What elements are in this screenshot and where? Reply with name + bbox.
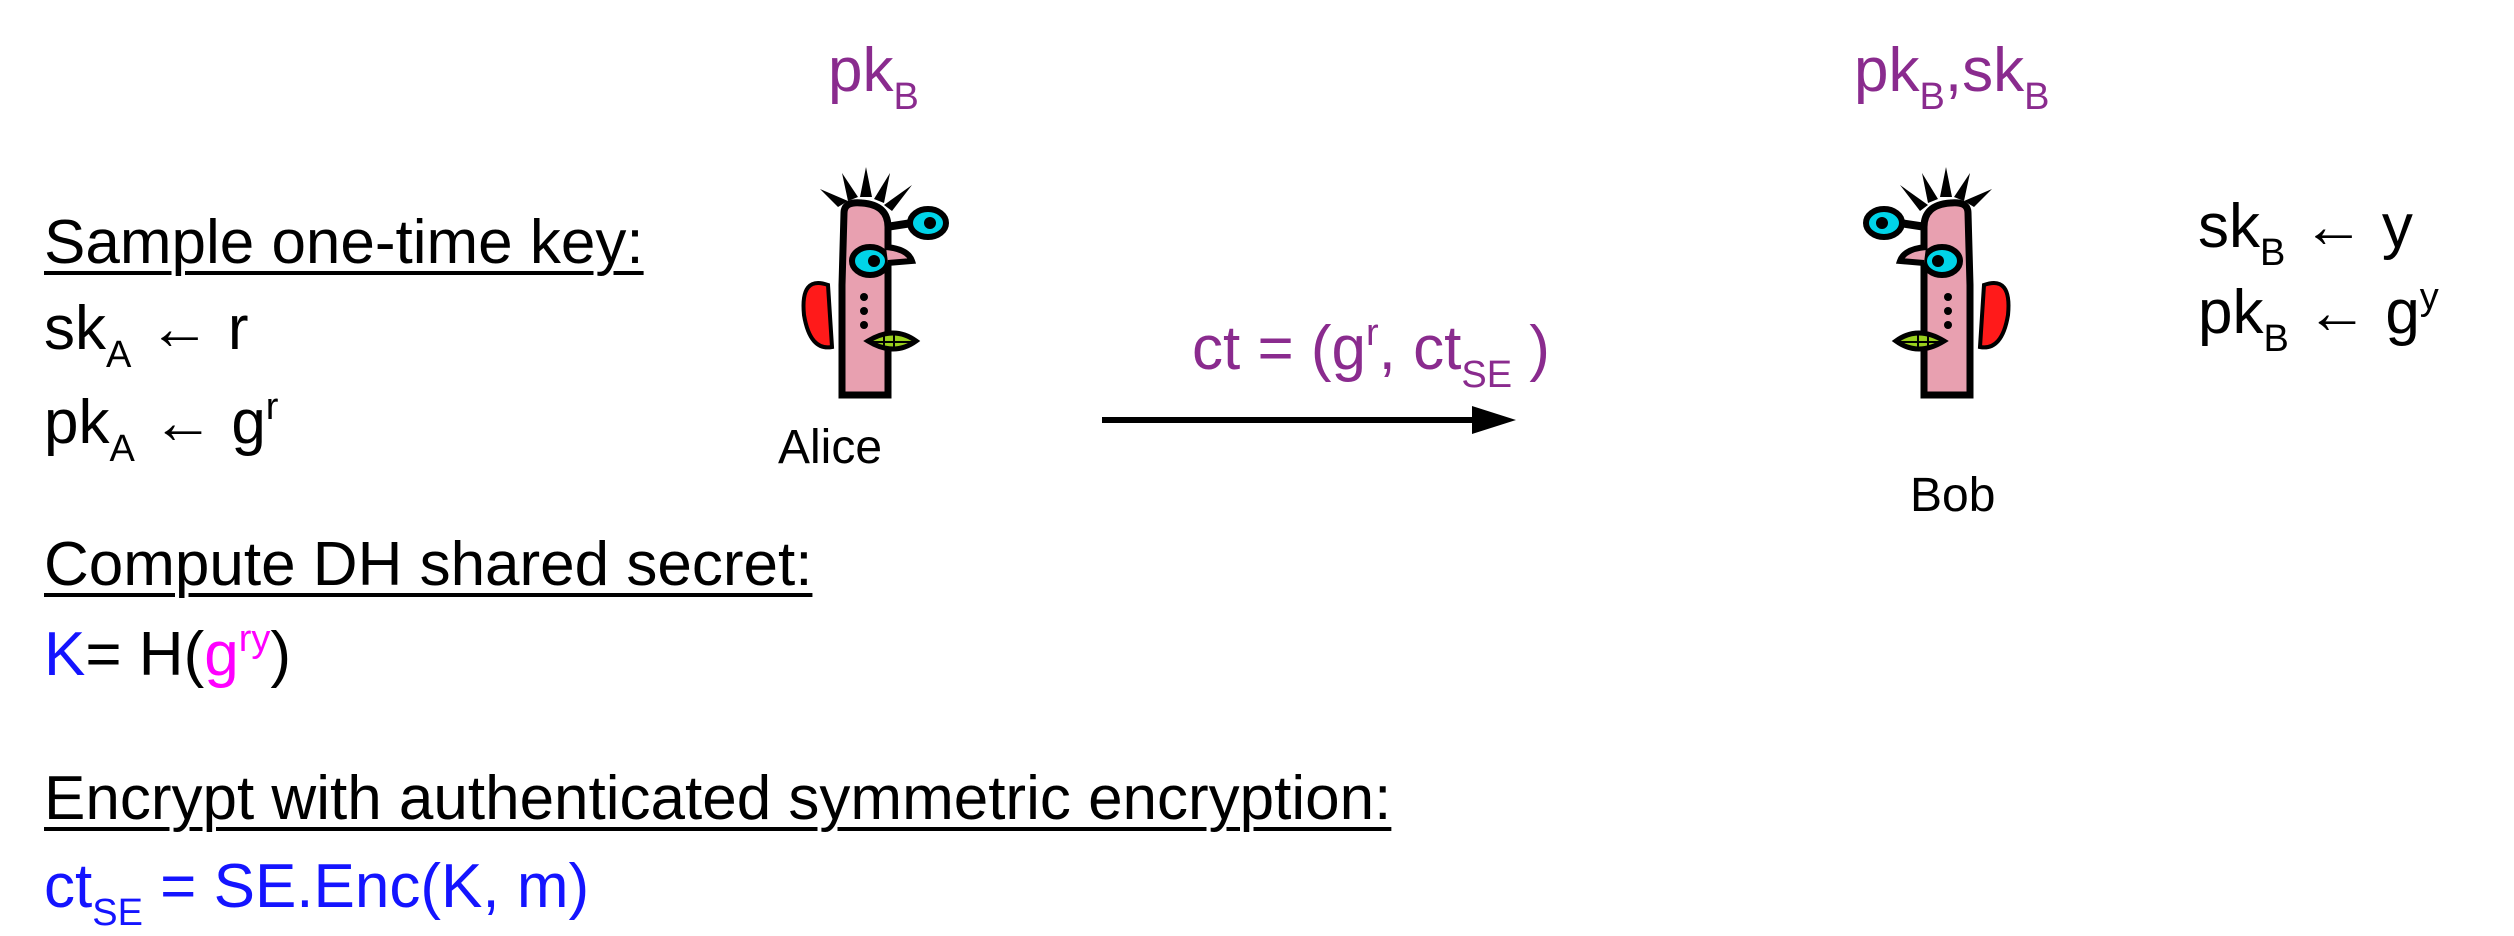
alice-person-icon [801,167,949,399]
bob-nose [1895,244,1927,266]
bob-person-icon [1863,167,2011,399]
alice-ear [801,281,835,350]
bob-pk-assignment: pkB ← gy [2198,276,2439,360]
alice-label: Alice [778,421,883,474]
alice-sk-assignment: skA ← r [44,294,249,376]
compute-heading: Compute DH shared secret: [44,530,813,599]
alice-nose [885,244,917,266]
bob-ear [1977,281,2011,350]
encryption-formula: ctSE = SE.Enc(K, m) [44,852,590,934]
bob-hair-spikes [1900,167,1992,211]
shared-secret-formula: K= H(gry) [44,618,292,689]
alice-hair-spikes [820,167,912,211]
sample-heading: Sample one-time key: [44,208,644,277]
alice-glasses [885,219,913,231]
message-arrow [1102,406,1516,434]
alice-known-key: pkB [828,36,919,118]
bob-label: Bob [1910,469,1996,522]
alice-pk-assignment: pkA ← gr [44,386,279,470]
encrypt-heading: Encrypt with authenticated symmetric enc… [44,764,1392,833]
message-ciphertext: ct = (gr, ctSE ) [1192,312,1550,396]
bob-sk-assignment: skB ← y [2198,192,2413,274]
bob-known-keys: pkB,skB [1854,36,2050,118]
